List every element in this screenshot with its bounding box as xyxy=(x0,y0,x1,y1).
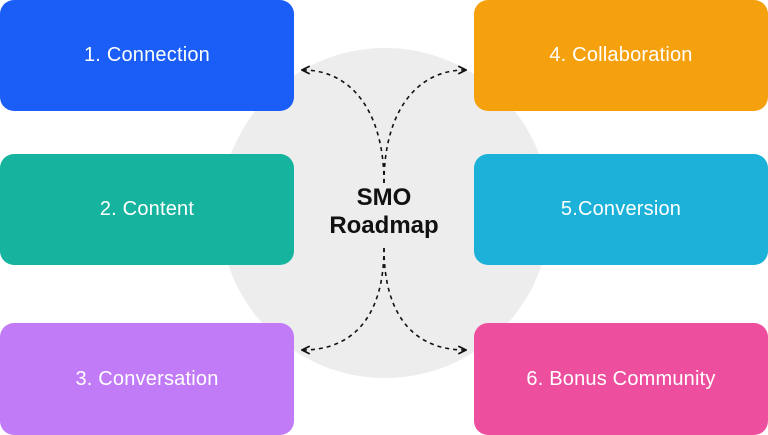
roadmap-step-collaboration: 4. Collaboration xyxy=(474,0,768,111)
step-label: 3. Conversation xyxy=(75,367,219,390)
roadmap-title: SMO Roadmap xyxy=(300,184,468,240)
step-label: 2. Content xyxy=(99,198,195,220)
arrow-to-collaboration xyxy=(383,70,465,184)
roadmap-step-connection: 1. Connection xyxy=(0,0,294,111)
roadmap-title-line-2: Roadmap xyxy=(329,212,439,239)
roadmap-step-bonus-community: 6. Bonus Community xyxy=(474,323,768,435)
step-label: 6. Bonus Community xyxy=(526,367,716,390)
arrow-to-bonus-community xyxy=(383,247,465,350)
arrow-to-conversation xyxy=(303,247,385,350)
roadmap-step-content: 2. Content xyxy=(0,154,294,265)
roadmap-step-conversation: 3. Conversation xyxy=(0,323,294,435)
step-label: 4. Collaboration xyxy=(549,44,693,66)
roadmap-step-conversion: 5.Conversion xyxy=(474,154,768,265)
step-label: 1. Connection xyxy=(83,44,211,66)
roadmap-title-line-1: SMO xyxy=(356,184,412,211)
step-label: 5.Conversion xyxy=(560,198,682,220)
arrow-to-connection xyxy=(303,70,385,184)
